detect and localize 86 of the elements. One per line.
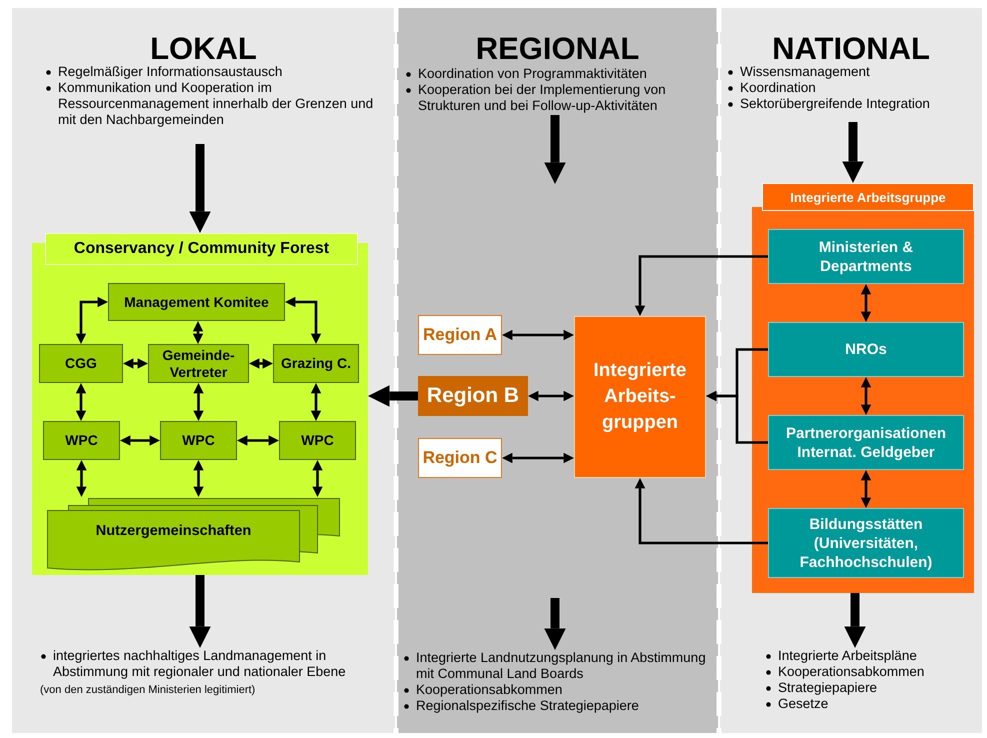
box-label: WPC — [301, 432, 334, 449]
bullet-text: Kooperationsabkommen — [778, 664, 924, 680]
box-label: Region A — [423, 325, 497, 345]
box-label: WPC — [182, 432, 215, 449]
group-panel — [752, 183, 974, 593]
region-box — [418, 438, 502, 478]
box-label: Partnerorganisationen Internat. Geldgeber — [784, 424, 948, 462]
connector-arrow — [312, 460, 323, 497]
bullet-text: Kommunikation und Kooperation im Ressourcenmanagement innerhalb der Grenzen und mit den Nachbargemeinden — [58, 80, 374, 128]
connector-arrow — [310, 383, 322, 421]
process-box — [39, 344, 123, 383]
process-box — [768, 415, 964, 470]
connector-arrow — [706, 390, 768, 444]
bullet-text: Koordination — [740, 80, 816, 96]
bullet-text: Strategiepapiere — [778, 680, 878, 696]
region-box — [418, 376, 528, 416]
process-box — [768, 322, 964, 377]
box-label: Region C — [422, 448, 498, 468]
connector-arrow — [192, 321, 204, 344]
connector-arrow — [502, 330, 574, 340]
connector-arrow — [76, 460, 87, 497]
block-arrow — [189, 144, 211, 233]
block-arrow — [544, 115, 566, 184]
panel-title: Conservancy / Community Forest — [45, 233, 358, 265]
column-heading: NATIONAL — [772, 32, 930, 66]
connector-arrow — [123, 358, 148, 369]
bullet-text: Integrierte Arbeitspläne — [778, 648, 917, 664]
bullet-text: Koordination von Programmaktivitäten — [418, 66, 647, 82]
connector-arrow — [502, 452, 574, 464]
column-band — [397, 8, 718, 733]
block-arrow — [544, 598, 566, 650]
block-arrow — [844, 593, 866, 648]
box-label: WPC — [65, 432, 98, 449]
box-label: Ministerien & Departments — [818, 238, 914, 276]
connector-arrow — [285, 296, 322, 344]
bullet-text: Regelmäßiger Informationsaustausch — [58, 64, 282, 80]
connector-arrow — [860, 284, 872, 322]
process-box — [574, 316, 706, 478]
connector-arrow — [634, 255, 768, 316]
bullet-text: integriertes nachhaltiges Landmanagement in Abstimmung mit regionaler und nationaler Ebene — [53, 648, 347, 680]
note-text: (von den zuständigen Ministerien legitimiert) — [40, 683, 256, 698]
connector-arrow — [860, 377, 872, 415]
box-label: CGG — [65, 355, 97, 372]
box-label: Nutzergemeinschaften — [94, 523, 252, 539]
connector-arrow — [634, 478, 768, 544]
box-label: Gemeinde-Vertreter — [161, 346, 236, 380]
block-arrow — [368, 385, 418, 407]
column-heading: LOKAL — [150, 32, 257, 66]
column-heading: REGIONAL — [476, 32, 640, 66]
box-label: Integrierte Arbeits-gruppen — [592, 359, 688, 435]
panel-title: Integrierte Arbeitsgruppe — [762, 183, 974, 211]
group-panel — [32, 233, 368, 575]
connector-arrow — [860, 470, 872, 508]
bullet-text: Gesetze — [778, 696, 828, 712]
column-band — [12, 8, 395, 733]
bullet-text: Kooperationsabkommen — [416, 682, 562, 698]
bullet-text: Sektorübergreifende Integration — [740, 96, 930, 112]
box-label: Region B — [426, 384, 520, 408]
process-box — [43, 421, 120, 460]
box-label: Grazing C. — [280, 355, 351, 372]
bullet-text: Integrierte Landnutzungsplanung in Abstimmung mit Communal Land Boards — [416, 650, 707, 682]
bullet-text: Kooperation bei der Implementierung von Strukturen und bei Follow-up-Aktivitäten — [418, 82, 667, 114]
column-band — [720, 8, 982, 733]
process-box — [768, 508, 964, 578]
process-box — [768, 229, 964, 284]
connector-arrow — [249, 358, 273, 369]
connector-arrow — [120, 435, 160, 446]
block-arrow — [189, 575, 211, 648]
process-box — [273, 344, 359, 383]
connector-arrow — [193, 383, 204, 421]
box-label: Management Komitee — [124, 294, 269, 310]
process-box — [160, 421, 237, 460]
process-box — [279, 421, 356, 460]
block-arrow — [842, 122, 864, 183]
connector-arrow — [237, 435, 279, 446]
process-box — [108, 283, 285, 321]
box-label: NROs — [845, 340, 887, 359]
bullet-text: Regionalspezifische Strategiepapiere — [416, 698, 639, 714]
connector-arrow — [76, 296, 108, 344]
connector-arrow — [528, 390, 574, 402]
process-box — [148, 344, 249, 383]
bullet-text: Wissensmanagement — [740, 64, 870, 80]
connector-arrow — [193, 460, 204, 497]
box-label: Bildungsstätten (Universitäten, Fachhochschulen) — [798, 514, 934, 572]
region-box — [418, 315, 502, 355]
connector-arrow — [76, 383, 86, 421]
